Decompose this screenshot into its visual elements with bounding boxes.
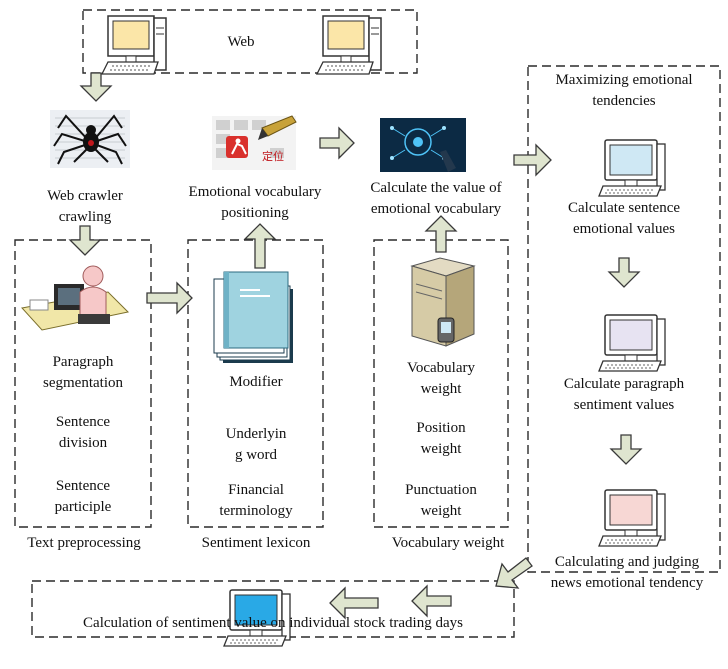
maximizing-box [527, 65, 721, 573]
preprocessing-item-line1: Sentence [55, 414, 111, 430]
lexicon-item-line1: Underlyin [225, 426, 287, 442]
monitor-icon [598, 139, 666, 197]
sentence-values-line1: Calculate sentence [567, 200, 681, 216]
final-label: Calculation of sentiment value on indivi… [83, 615, 463, 631]
arrow-down [607, 257, 641, 288]
paragraph-values-label: Calculate paragraph sentiment values [544, 374, 704, 416]
lexicon-item: Modifier [229, 374, 283, 390]
positioning-label-line1: Emotional vocabulary [188, 184, 322, 200]
preprocessing-title: Text preprocessing [27, 535, 141, 551]
web-title: Web [227, 34, 255, 50]
lexicon-item-line2: g word [234, 447, 278, 463]
paragraph-values-line1: Calculate paragraph [563, 376, 685, 392]
paragraph-values-line2: sentiment values [573, 397, 675, 413]
preprocessing-item-line2: participle [54, 499, 112, 515]
pen-target-icon: 定位 [212, 115, 297, 170]
preprocessing-item: Sentence participle [22, 476, 144, 518]
preprocessing-item: Sentence division [22, 412, 144, 454]
lexicon-title: Sentiment lexicon [201, 535, 311, 551]
crawler-label-line1: Web crawler [47, 188, 123, 204]
maximizing-label-line1: Maximizing emotional [555, 72, 693, 88]
weight-item: Punctuation weight [380, 480, 502, 522]
weights-title: Vocabulary weight [391, 535, 505, 551]
preprocessing-item-line1: Sentence [55, 478, 111, 494]
judging-line2: news emotional tendency [550, 575, 704, 591]
sentence-values-line2: emotional values [572, 221, 676, 237]
weight-item: Vocabulary weight [380, 358, 502, 400]
web-box [82, 9, 418, 74]
weight-item-line1: Position [416, 420, 466, 436]
arrow-down [79, 72, 113, 102]
arrow-right [513, 143, 552, 177]
monitor-icon [598, 489, 666, 547]
touch-tech-icon [380, 118, 466, 172]
crawler-label-line2: crawling [58, 209, 112, 225]
arrow-down [68, 225, 102, 256]
computer-icon [316, 15, 382, 75]
computer-icon [101, 15, 167, 75]
arrow-up [424, 215, 458, 253]
sentence-values-label: Calculate sentence emotional values [544, 198, 704, 240]
arrow-left [411, 584, 452, 618]
arrow-down [609, 434, 643, 465]
maximizing-label-line2: tendencies [592, 93, 656, 109]
book-stack-icon [213, 271, 293, 363]
calc-value-label-line1: Calculate the value of [370, 180, 502, 196]
spider-icon [50, 110, 130, 168]
lexicon-item: Underlyin g word [196, 424, 316, 466]
lexicon-box [187, 239, 324, 528]
calc-value-label: Calculate the value of emotional vocabul… [344, 178, 528, 220]
server-icon [410, 257, 476, 347]
crawler-label: Web crawler crawling [20, 186, 150, 228]
arrow-right [319, 126, 355, 160]
lexicon-item: Financial terminology [196, 480, 316, 522]
monitor-icon [598, 314, 666, 372]
arrow-down-left [495, 557, 533, 589]
lexicon-item-line2: terminology [219, 503, 293, 519]
preprocessing-item-line2: division [58, 435, 108, 451]
arrow-left [329, 586, 379, 620]
weight-item: Position weight [380, 418, 502, 460]
judging-label: Calculating and judging news emotional t… [530, 552, 724, 594]
positioning-image-text: 定位 [262, 149, 284, 163]
positioning-label-line2: positioning [221, 205, 289, 221]
maximizing-label: Maximizing emotional tendencies [536, 70, 712, 112]
judging-line1: Calculating and judging [554, 554, 700, 570]
arrow-up [243, 223, 277, 269]
preprocessing-item-line2: segmentation [43, 375, 123, 391]
calc-value-label-line2: emotional vocabulary [370, 201, 502, 217]
positioning-label: Emotional vocabulary positioning [170, 182, 340, 224]
preprocessing-box [14, 239, 152, 528]
arrow-right [146, 281, 193, 315]
weight-item-line1: Vocabulary [406, 360, 476, 376]
preprocessing-item-line1: Paragraph [52, 354, 114, 370]
person-at-desk-icon [21, 265, 130, 331]
lexicon-item-line1: Financial [228, 482, 284, 498]
preprocessing-item: Paragraph segmentation [22, 352, 144, 394]
weight-item-line2: weight [420, 441, 462, 457]
weight-item-line2: weight [420, 381, 462, 397]
weight-item-line1: Punctuation [405, 482, 477, 498]
weight-item-line2: weight [420, 503, 462, 519]
